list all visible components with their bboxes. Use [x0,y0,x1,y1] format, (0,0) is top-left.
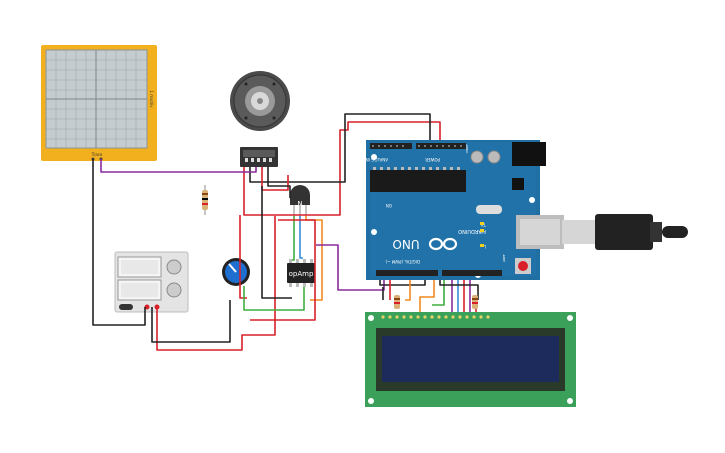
resistor-lcd-2[interactable] [472,295,478,309]
power-supply[interactable] [114,251,189,313]
digital-header-label: DIGITAL (PWM ~) [385,259,420,264]
opamp-chip[interactable]: opAmp [287,259,315,287]
l-led-label: L [483,244,486,249]
power-header-label: POWER [425,157,440,162]
ioref-label: IOREF [465,144,469,153]
opamp-label: opAmp [289,270,314,278]
transistor-label: N [297,200,302,208]
wires [92,113,479,351]
arduino-brand-label: ARDUINO [458,228,482,234]
analog-header-label: ANALOG IN [366,157,388,162]
lcd-16x2-display[interactable] [365,312,576,407]
supply-voltage-knob[interactable] [166,259,182,275]
supply-current-knob[interactable] [166,282,182,298]
arduino-model-label: UNO [392,237,419,251]
aref-label: AREF [502,254,506,262]
on-led-label: ON [386,203,392,208]
npn-transistor[interactable]: N [290,185,310,216]
potentiometer[interactable] [222,258,250,286]
dc-motor-encoder[interactable] [230,71,290,167]
oscilloscope-scale-label: 1 ms/div [149,90,154,108]
resistor-left[interactable] [202,185,208,215]
usb-cable[interactable] [562,214,688,250]
oscilloscope-trace-label: Trace [91,152,103,157]
resistor-lcd-1[interactable] [394,295,400,309]
arduino-uno-board[interactable]: ARDUINO UNO ON TX RX L DIGITAL (PWM ~) A… [366,140,564,280]
oscilloscope[interactable]: 1 ms/div Trace [41,45,157,161]
arduino-infinity-logo [428,237,458,251]
